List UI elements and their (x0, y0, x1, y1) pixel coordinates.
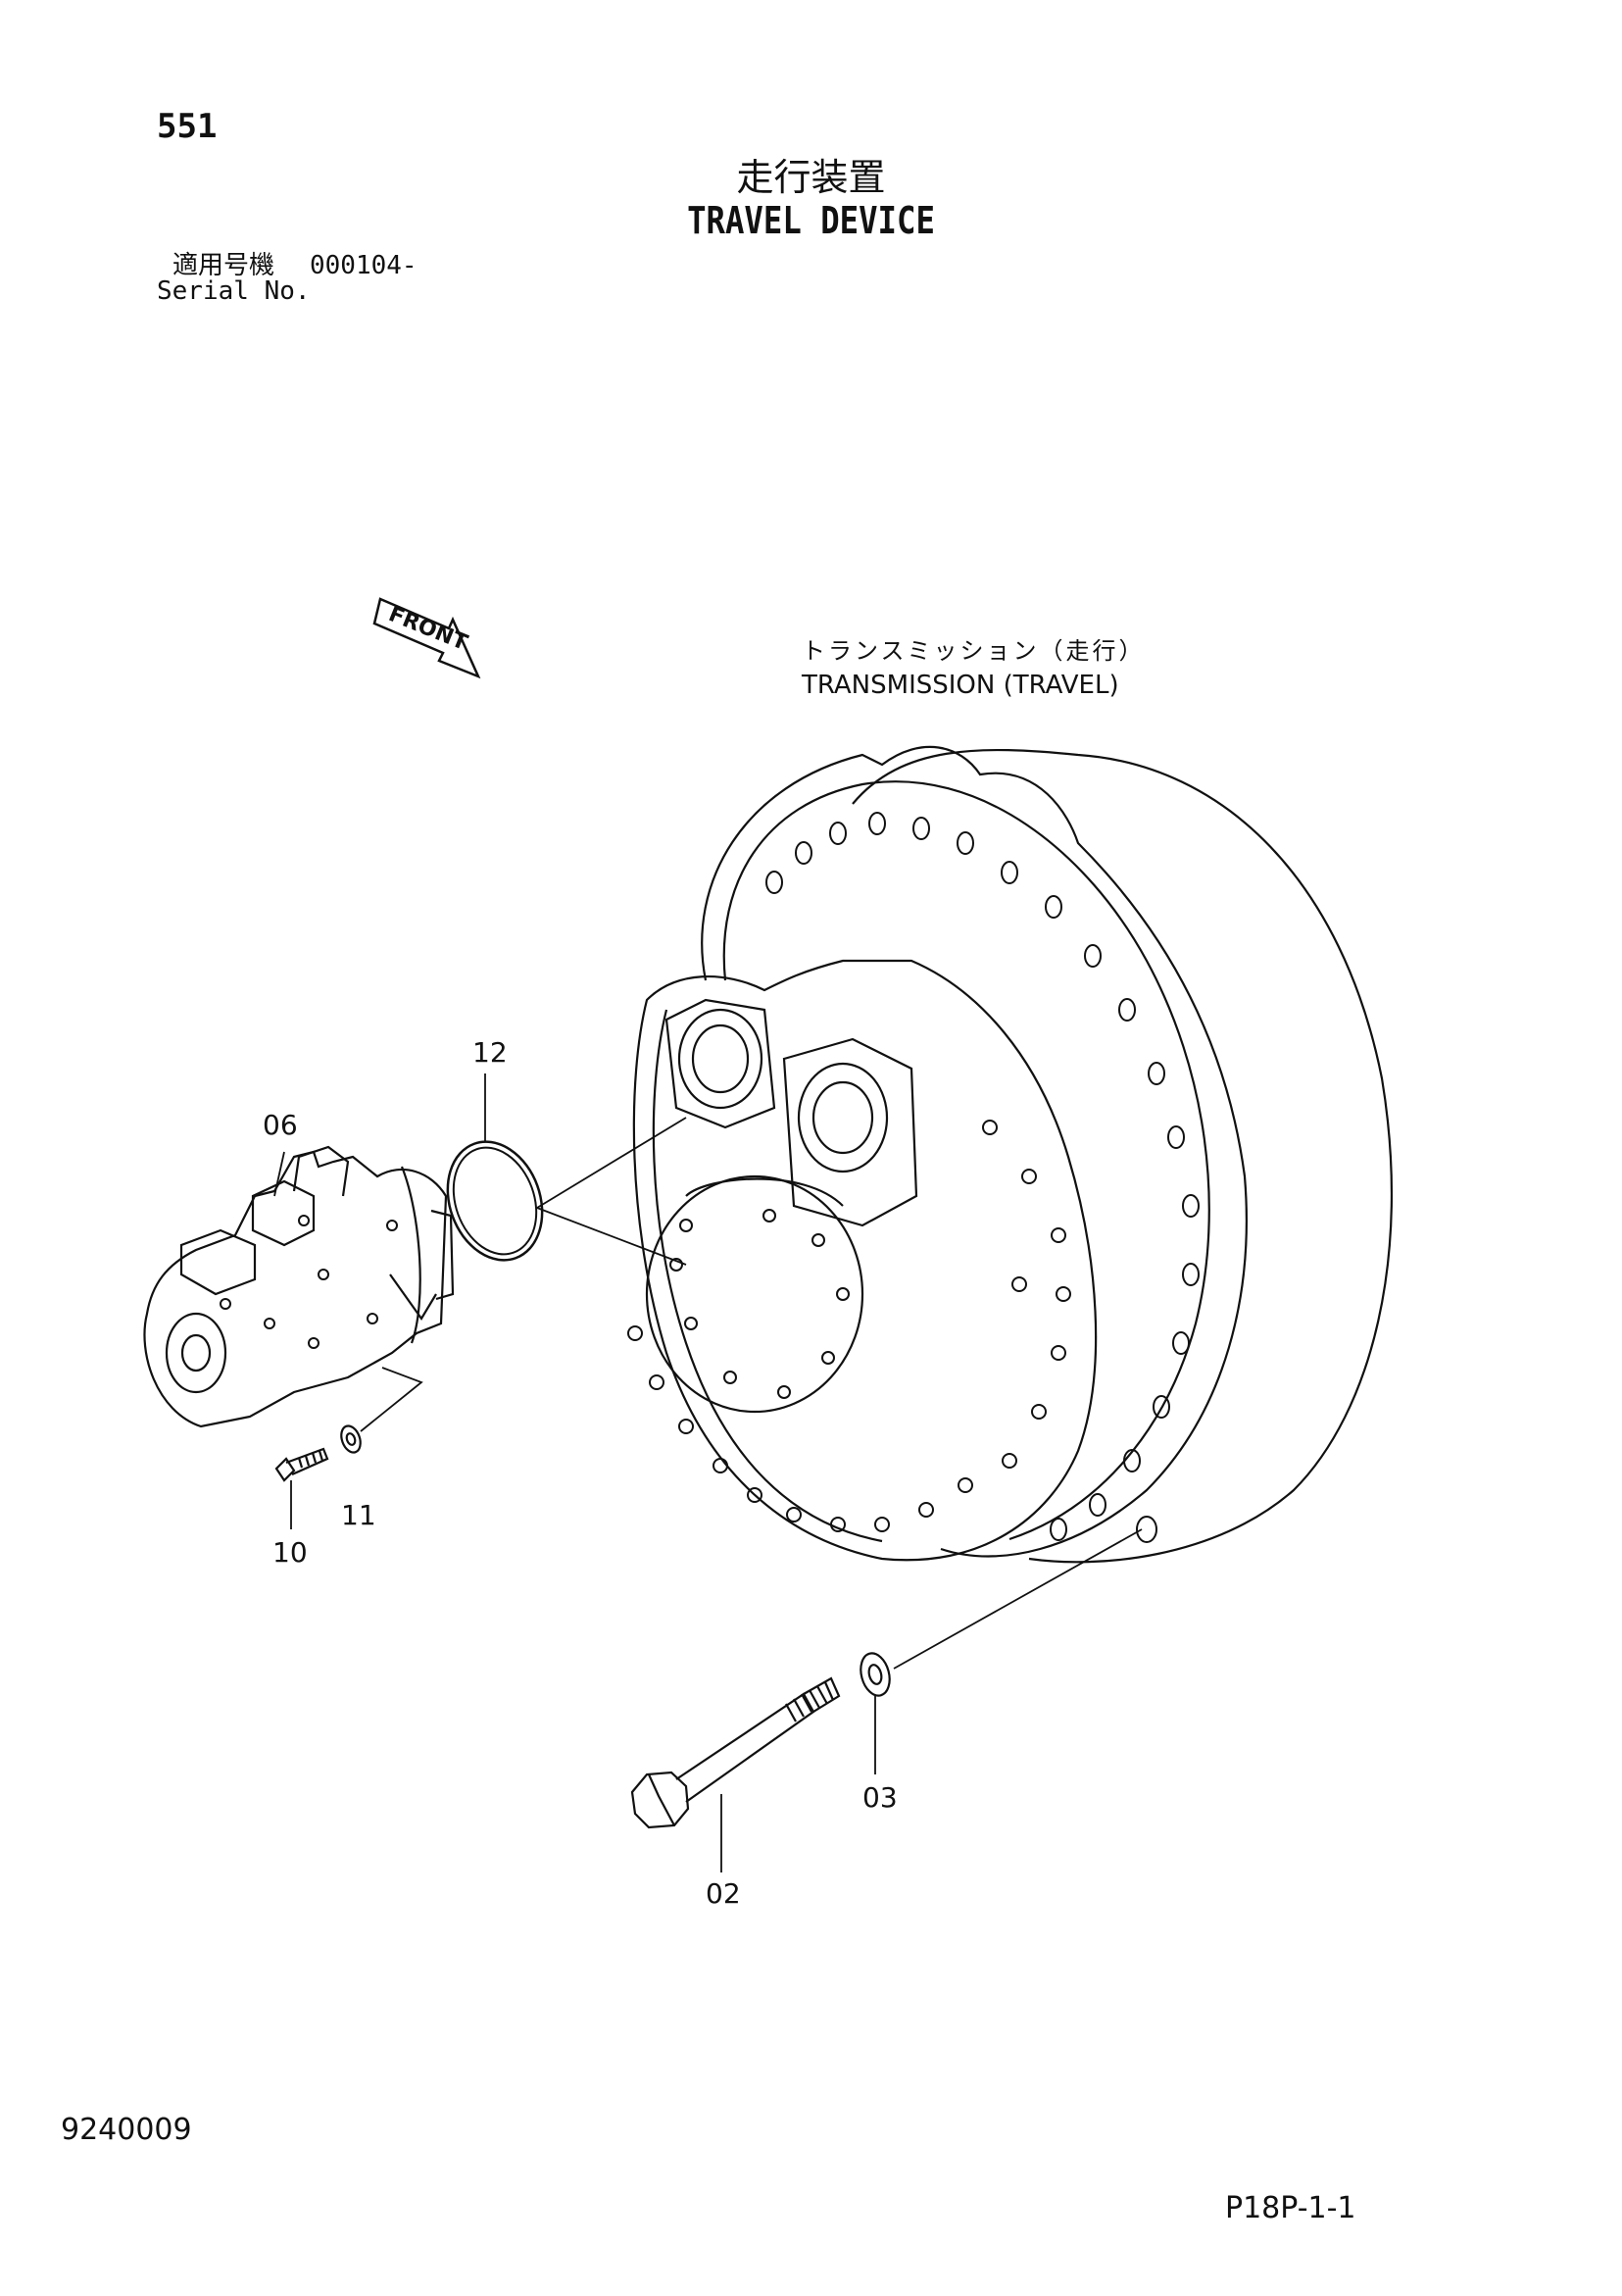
callout-11: 11 (341, 1499, 376, 1531)
serial-label-english: Serial No. (157, 276, 311, 306)
serial-value: 000104- (310, 251, 418, 280)
o-ring-12 (446, 1140, 544, 1262)
serial-label-japanese: 適用号機 (172, 251, 275, 280)
leader-lines (273, 1073, 1143, 1872)
title-japanese: 走行装置 (736, 156, 886, 199)
outer-ring-bolt-holes (765, 812, 1200, 1543)
transmission-label-english: TRANSMISSION (TRAVEL) (802, 671, 1119, 700)
title-english: TRAVEL DEVICE (687, 199, 935, 242)
callout-12: 12 (472, 1036, 508, 1069)
page-reference: P18P-1-1 (1225, 2191, 1356, 2225)
callout-06: 06 (263, 1109, 298, 1141)
callout-02: 02 (706, 1877, 741, 1910)
page-number: 551 (157, 107, 218, 146)
bolt-10 (274, 1447, 329, 1482)
transmission-label-japanese: トランスミッション（走行） (802, 637, 1146, 665)
washer-03 (860, 1652, 891, 1697)
figure-id: 9240009 (61, 2113, 192, 2147)
travel-motor (143, 1145, 455, 1428)
callout-10: 10 (272, 1536, 308, 1569)
bolt-02 (630, 1676, 841, 1829)
front-arrow-icon: FRONT (372, 597, 481, 679)
transmission-housing (627, 745, 1394, 1564)
callout-03: 03 (862, 1781, 898, 1814)
washer-11 (340, 1424, 362, 1454)
